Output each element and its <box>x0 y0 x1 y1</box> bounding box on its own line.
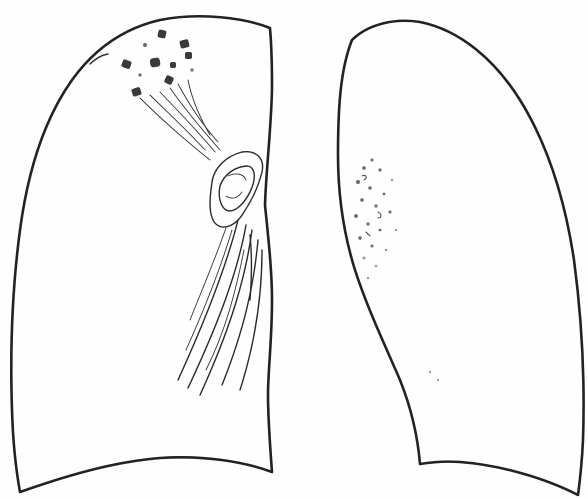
strand <box>250 235 252 300</box>
hilar-node-outer <box>210 152 263 227</box>
strand <box>206 250 244 370</box>
nodule-speck <box>190 68 193 71</box>
hilar-node-detail <box>226 192 242 198</box>
speck <box>379 229 382 232</box>
speck <box>367 277 369 279</box>
lower-strands <box>178 220 262 395</box>
speck <box>389 211 392 214</box>
strand <box>178 84 218 142</box>
speck <box>363 257 366 260</box>
nodule <box>157 29 166 38</box>
speck <box>360 198 364 202</box>
nodule <box>170 62 176 68</box>
nodule-speck <box>143 43 147 47</box>
strand <box>186 230 232 350</box>
speck <box>358 236 361 239</box>
speck <box>354 214 358 218</box>
speck <box>385 249 388 252</box>
strand <box>188 225 246 388</box>
nodule <box>131 87 142 97</box>
left-lung-outline <box>11 16 272 492</box>
right-lung <box>338 21 584 495</box>
nodule <box>179 39 190 49</box>
strand <box>170 88 220 150</box>
speck <box>383 193 386 196</box>
speck <box>374 204 377 207</box>
speck <box>437 379 439 381</box>
speck <box>375 265 378 268</box>
speck <box>368 186 371 189</box>
speck <box>429 371 431 373</box>
upper-lobe-nodules <box>121 29 194 97</box>
left-lung <box>11 16 272 492</box>
speck <box>371 159 374 162</box>
strand <box>200 230 252 395</box>
speck <box>371 245 374 248</box>
speck <box>395 229 397 231</box>
right-lung-outline <box>338 21 584 495</box>
hilar-node-detail <box>228 174 246 180</box>
upper-strands <box>140 80 220 160</box>
nodule <box>164 75 175 86</box>
speck-mark <box>378 212 381 218</box>
strand <box>222 240 258 385</box>
speck <box>391 179 393 181</box>
nodule-speck <box>138 73 141 76</box>
hilar-node <box>210 152 263 227</box>
nodule <box>149 57 160 68</box>
speck-mark <box>366 232 370 236</box>
speck <box>378 168 381 171</box>
speck <box>356 180 360 184</box>
right-infiltrate <box>354 159 439 382</box>
speck <box>362 166 366 170</box>
strand <box>190 228 226 320</box>
speck-mark <box>362 175 366 180</box>
strand <box>188 80 210 135</box>
nodule <box>185 52 192 59</box>
speck <box>366 222 369 225</box>
nodule <box>121 59 132 70</box>
strand <box>178 220 238 380</box>
